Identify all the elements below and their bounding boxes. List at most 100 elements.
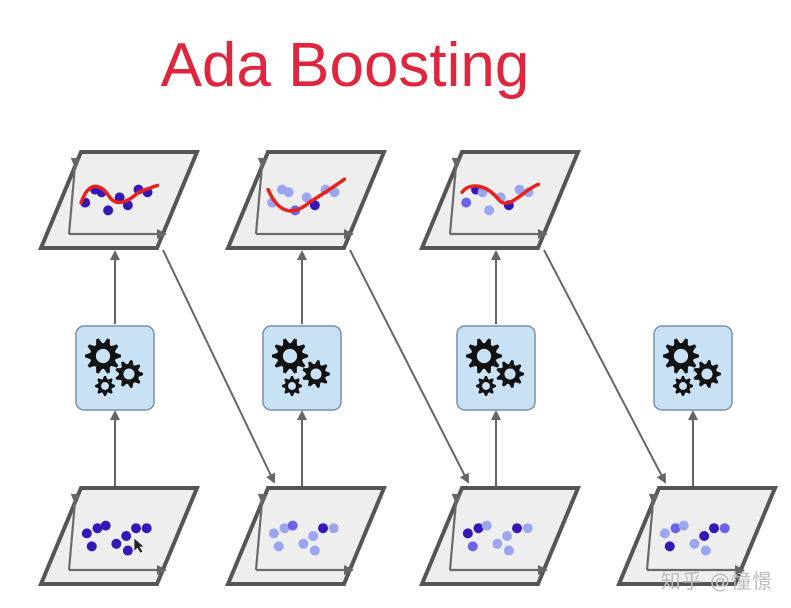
- stage-4-input-point: [678, 520, 689, 531]
- stage-3-input-point: [503, 545, 514, 556]
- stage-3-output-panel-y-axis: [448, 157, 462, 235]
- stage-1-output-fit-curve: [79, 183, 160, 205]
- stage-3-input-point: [462, 528, 473, 539]
- stage-1-learner-box-frame: [75, 325, 155, 411]
- stage-4-input-point: [709, 523, 720, 534]
- stage-4-input-point: [699, 531, 710, 541]
- diagram-title: Ada Boosting: [160, 31, 530, 100]
- gear-large-icon: [85, 338, 121, 374]
- stage-4-input-panel: [616, 486, 778, 586]
- stage-2-input-panel: [225, 486, 387, 586]
- gear-large-icon-hole: [282, 348, 298, 364]
- gear-small-icon: [95, 376, 115, 396]
- stage-4-input-point: [689, 538, 700, 549]
- gears-icon: [466, 338, 524, 396]
- stage-3-input-panel-y-axis: [448, 493, 462, 571]
- gear-large-icon-hole: [476, 348, 492, 364]
- stage-2-input-panel-y-axis: [254, 493, 268, 571]
- gear-medium-icon-hole: [123, 368, 135, 380]
- stage-1-output-point: [114, 192, 125, 203]
- stage-2-input-panel-frame: [225, 486, 387, 586]
- stage-3-output-fit-curve: [460, 182, 541, 205]
- stage-1-input-point: [111, 538, 122, 549]
- stage-1-input-point: [121, 531, 132, 541]
- gear-small-icon: [476, 376, 496, 396]
- stage-1-arrow-reweight: [162, 249, 276, 484]
- gear-medium-icon: [302, 360, 330, 388]
- stage-3-input-point: [467, 541, 478, 552]
- stage-2-output-panel-y-axis: [254, 157, 268, 235]
- stage-1-learner-box: [75, 325, 155, 411]
- stage-3-learner-box-frame: [456, 325, 536, 411]
- gear-small-icon-hole: [101, 382, 109, 390]
- stage-2-learner-box: [262, 325, 342, 411]
- gear-small-icon-hole: [679, 382, 687, 390]
- gear-large-icon-hole: [95, 348, 111, 364]
- stage-2-output-point: [283, 187, 294, 198]
- stage-2-output-fit-curve: [266, 177, 347, 213]
- stage-1-input-point: [100, 520, 111, 531]
- stage-4-input-point: [700, 545, 711, 556]
- stage-2-arrow-reweight: [349, 249, 469, 484]
- stage-2-input-point: [287, 520, 298, 531]
- gear-small-icon: [673, 376, 693, 396]
- stage-4-input-panel-y-axis: [645, 493, 659, 571]
- stage-1-input-point: [131, 523, 142, 534]
- gear-medium-icon: [496, 360, 524, 388]
- stage-1-output-panel-y-axis: [67, 157, 81, 235]
- stage-3-input-point: [502, 531, 513, 541]
- stage-2-learner-box-frame: [262, 325, 342, 411]
- gear-small-icon-hole: [288, 382, 296, 390]
- stage-4-input-point: [659, 528, 670, 539]
- gear-medium-icon: [115, 360, 143, 388]
- stage-2-input-point: [268, 528, 279, 539]
- stage-3-output-point: [514, 184, 525, 195]
- stage-4-learner-box-frame: [653, 325, 733, 411]
- stage-1-output-point: [103, 205, 114, 216]
- stage-4-input-panel-frame: [616, 486, 778, 586]
- stage-2-output-panel: [225, 150, 387, 250]
- stage-2-input-point: [298, 538, 309, 549]
- gears-icon: [272, 338, 330, 396]
- gear-large-icon-hole: [673, 348, 689, 364]
- gear-medium-icon: [693, 360, 721, 388]
- stage-1-input-panel-y-axis: [67, 493, 81, 571]
- stage-1-input-point: [81, 528, 92, 539]
- stage-4-input-point: [664, 541, 675, 552]
- stage-3-input-point: [492, 538, 503, 549]
- stage-3-learner-box: [456, 325, 536, 411]
- stage-1-input-panel-frame: [38, 486, 200, 586]
- stage-3-output-point: [461, 197, 472, 208]
- stage-2-input-point: [279, 523, 290, 534]
- stage-3-arrow-reweight: [543, 249, 666, 484]
- stage-2-output-point: [309, 200, 320, 211]
- gear-large-icon: [272, 338, 308, 374]
- gear-medium-icon-hole: [701, 368, 713, 380]
- stage-3-input-panel-frame: [419, 486, 581, 586]
- watermark: 知乎 @憧憬: [660, 569, 773, 593]
- stage-2-input-point: [273, 541, 284, 552]
- stage-1-input-point: [141, 523, 152, 534]
- stage-3-input-point: [522, 523, 533, 534]
- stage-2-input-point: [309, 545, 320, 556]
- stage-3-input-point: [512, 523, 523, 534]
- stage-4-input-point: [670, 523, 681, 534]
- stage-4-input-point: [719, 523, 730, 534]
- cursor-icon: [134, 538, 144, 553]
- gear-large-icon: [466, 338, 502, 374]
- stage-3-output-point: [484, 205, 495, 216]
- stage-1-input-point: [92, 523, 103, 534]
- stage-2-input-point: [308, 531, 319, 541]
- gear-medium-icon-hole: [310, 368, 322, 380]
- stage-1-input-panel: [38, 486, 200, 586]
- stage-4-learner-box: [653, 325, 733, 411]
- stage-1-input-point: [122, 545, 133, 556]
- stage-3-output-panel: [419, 150, 581, 250]
- gears-icon: [85, 338, 143, 396]
- stage-3-input-point: [473, 523, 484, 534]
- gear-small-icon: [282, 376, 302, 396]
- stage-2-output-point: [301, 192, 312, 203]
- stage-1-output-panel: [38, 150, 200, 250]
- stage-2-input-point: [318, 523, 329, 534]
